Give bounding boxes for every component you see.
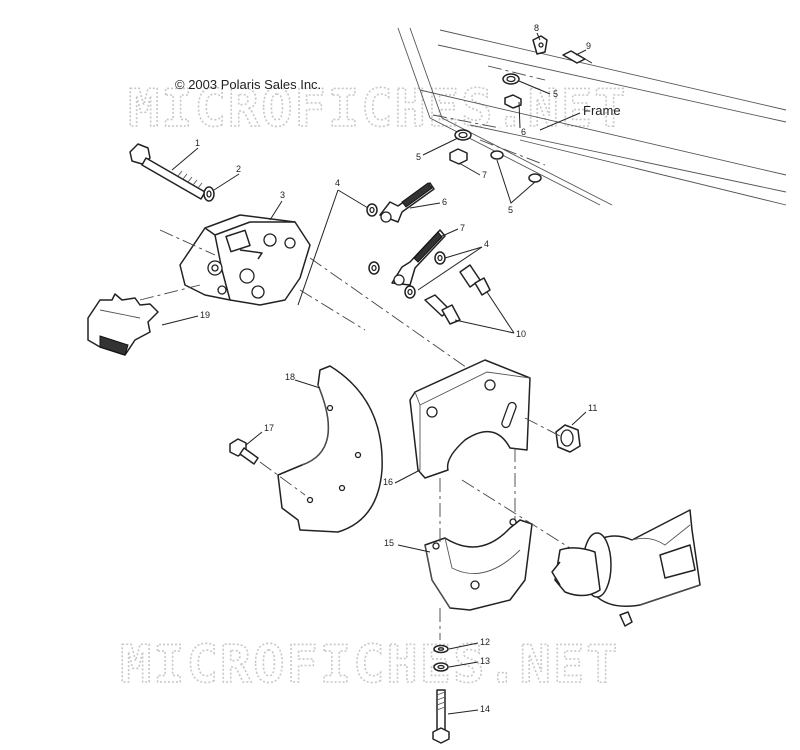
callout-6a: 6: [442, 197, 447, 207]
leader-4b1: [444, 246, 483, 259]
callout-5a: 5: [553, 89, 558, 99]
leader-10a: [486, 291, 515, 334]
rod-end-washers: [366, 203, 446, 299]
callout-19: 19: [200, 310, 210, 320]
leader-5c: [496, 159, 536, 204]
brake-shield: [277, 365, 383, 533]
leader-6a: [409, 202, 441, 209]
leader-11: [571, 411, 587, 426]
cable-end-fitting: [562, 50, 593, 64]
leader-10b: [454, 319, 515, 334]
callout-7b: 7: [460, 223, 465, 233]
leader-4a1: [337, 189, 369, 209]
frame-leader: [539, 112, 581, 131]
cable-clip: [532, 35, 548, 55]
leader-13: [448, 661, 479, 668]
upper-rod-end: [379, 182, 435, 223]
frame-rails: [397, 27, 787, 206]
leader-5b: [422, 137, 459, 156]
brake-washer: [203, 186, 215, 202]
leader-4b2: [417, 246, 483, 291]
leader-7b: [439, 228, 459, 238]
callout-16: 16: [383, 477, 393, 487]
callout-5b: 5: [416, 152, 421, 162]
watermark-top: MICROFICHES.NET: [128, 79, 628, 139]
leader-2: [213, 173, 240, 191]
callout-8: 8: [534, 23, 539, 33]
leader-5a: [518, 80, 551, 95]
leader-6b: [518, 101, 521, 129]
leader-4a2: [297, 189, 339, 306]
brake-pad: [87, 293, 159, 356]
leader-16: [394, 469, 421, 484]
callout-4a: 4: [335, 178, 340, 188]
callout-12: 12: [480, 637, 490, 647]
bracket-spacer: [555, 424, 581, 453]
leader-17: [245, 431, 263, 446]
callout-17: 17: [264, 423, 274, 433]
axle-clamp: [424, 518, 533, 611]
leader-7a: [458, 162, 481, 176]
clamp-bolt: [432, 689, 450, 744]
callout-9: 9: [586, 41, 591, 51]
clamp-washer: [433, 644, 449, 654]
callout-11: 11: [588, 403, 597, 413]
leader-9: [575, 49, 587, 56]
callout-13: 13: [480, 656, 490, 666]
leader-19: [161, 315, 199, 326]
leader-1: [171, 147, 199, 171]
cable-clamp-b: [528, 173, 542, 183]
callout-18: 18: [285, 372, 295, 382]
copyright-notice: © 2003 Polaris Sales Inc.: [175, 77, 321, 92]
brake-caliper: [179, 214, 311, 306]
upper-grommet: [502, 73, 520, 85]
shield-screw: [229, 438, 259, 465]
brake-bolt: [129, 143, 206, 200]
leader-8: [536, 32, 541, 41]
callout-2: 2: [236, 164, 241, 174]
callout-4b: 4: [484, 239, 489, 249]
leader-18: [294, 379, 321, 389]
axle-housing: [551, 509, 701, 627]
leader-12: [448, 642, 479, 650]
callout-5c: 5: [508, 205, 513, 215]
callout-3: 3: [280, 190, 285, 200]
leader-14: [447, 709, 479, 715]
frame-label: Frame: [583, 103, 621, 118]
callout-10: 10: [516, 329, 526, 339]
leader-15: [397, 544, 431, 553]
mid-grommet: [454, 129, 472, 141]
clamp-lock-washer: [433, 662, 449, 672]
cable-clamp-a: [490, 150, 504, 160]
callout-1: 1: [195, 138, 200, 148]
callout-15: 15: [384, 538, 394, 548]
callout-14: 14: [480, 704, 490, 714]
lower-rod-end: [391, 229, 446, 286]
watermark-bottom: MICROFICHES.NET: [120, 635, 620, 695]
callout-6b: 6: [521, 127, 526, 137]
callout-7a: 7: [482, 170, 487, 180]
rod-end-bolts: [424, 264, 491, 325]
upper-nut: [504, 94, 522, 109]
cable-nut: [449, 148, 468, 165]
leader-3: [269, 200, 283, 221]
caliper-bracket: [409, 359, 531, 479]
